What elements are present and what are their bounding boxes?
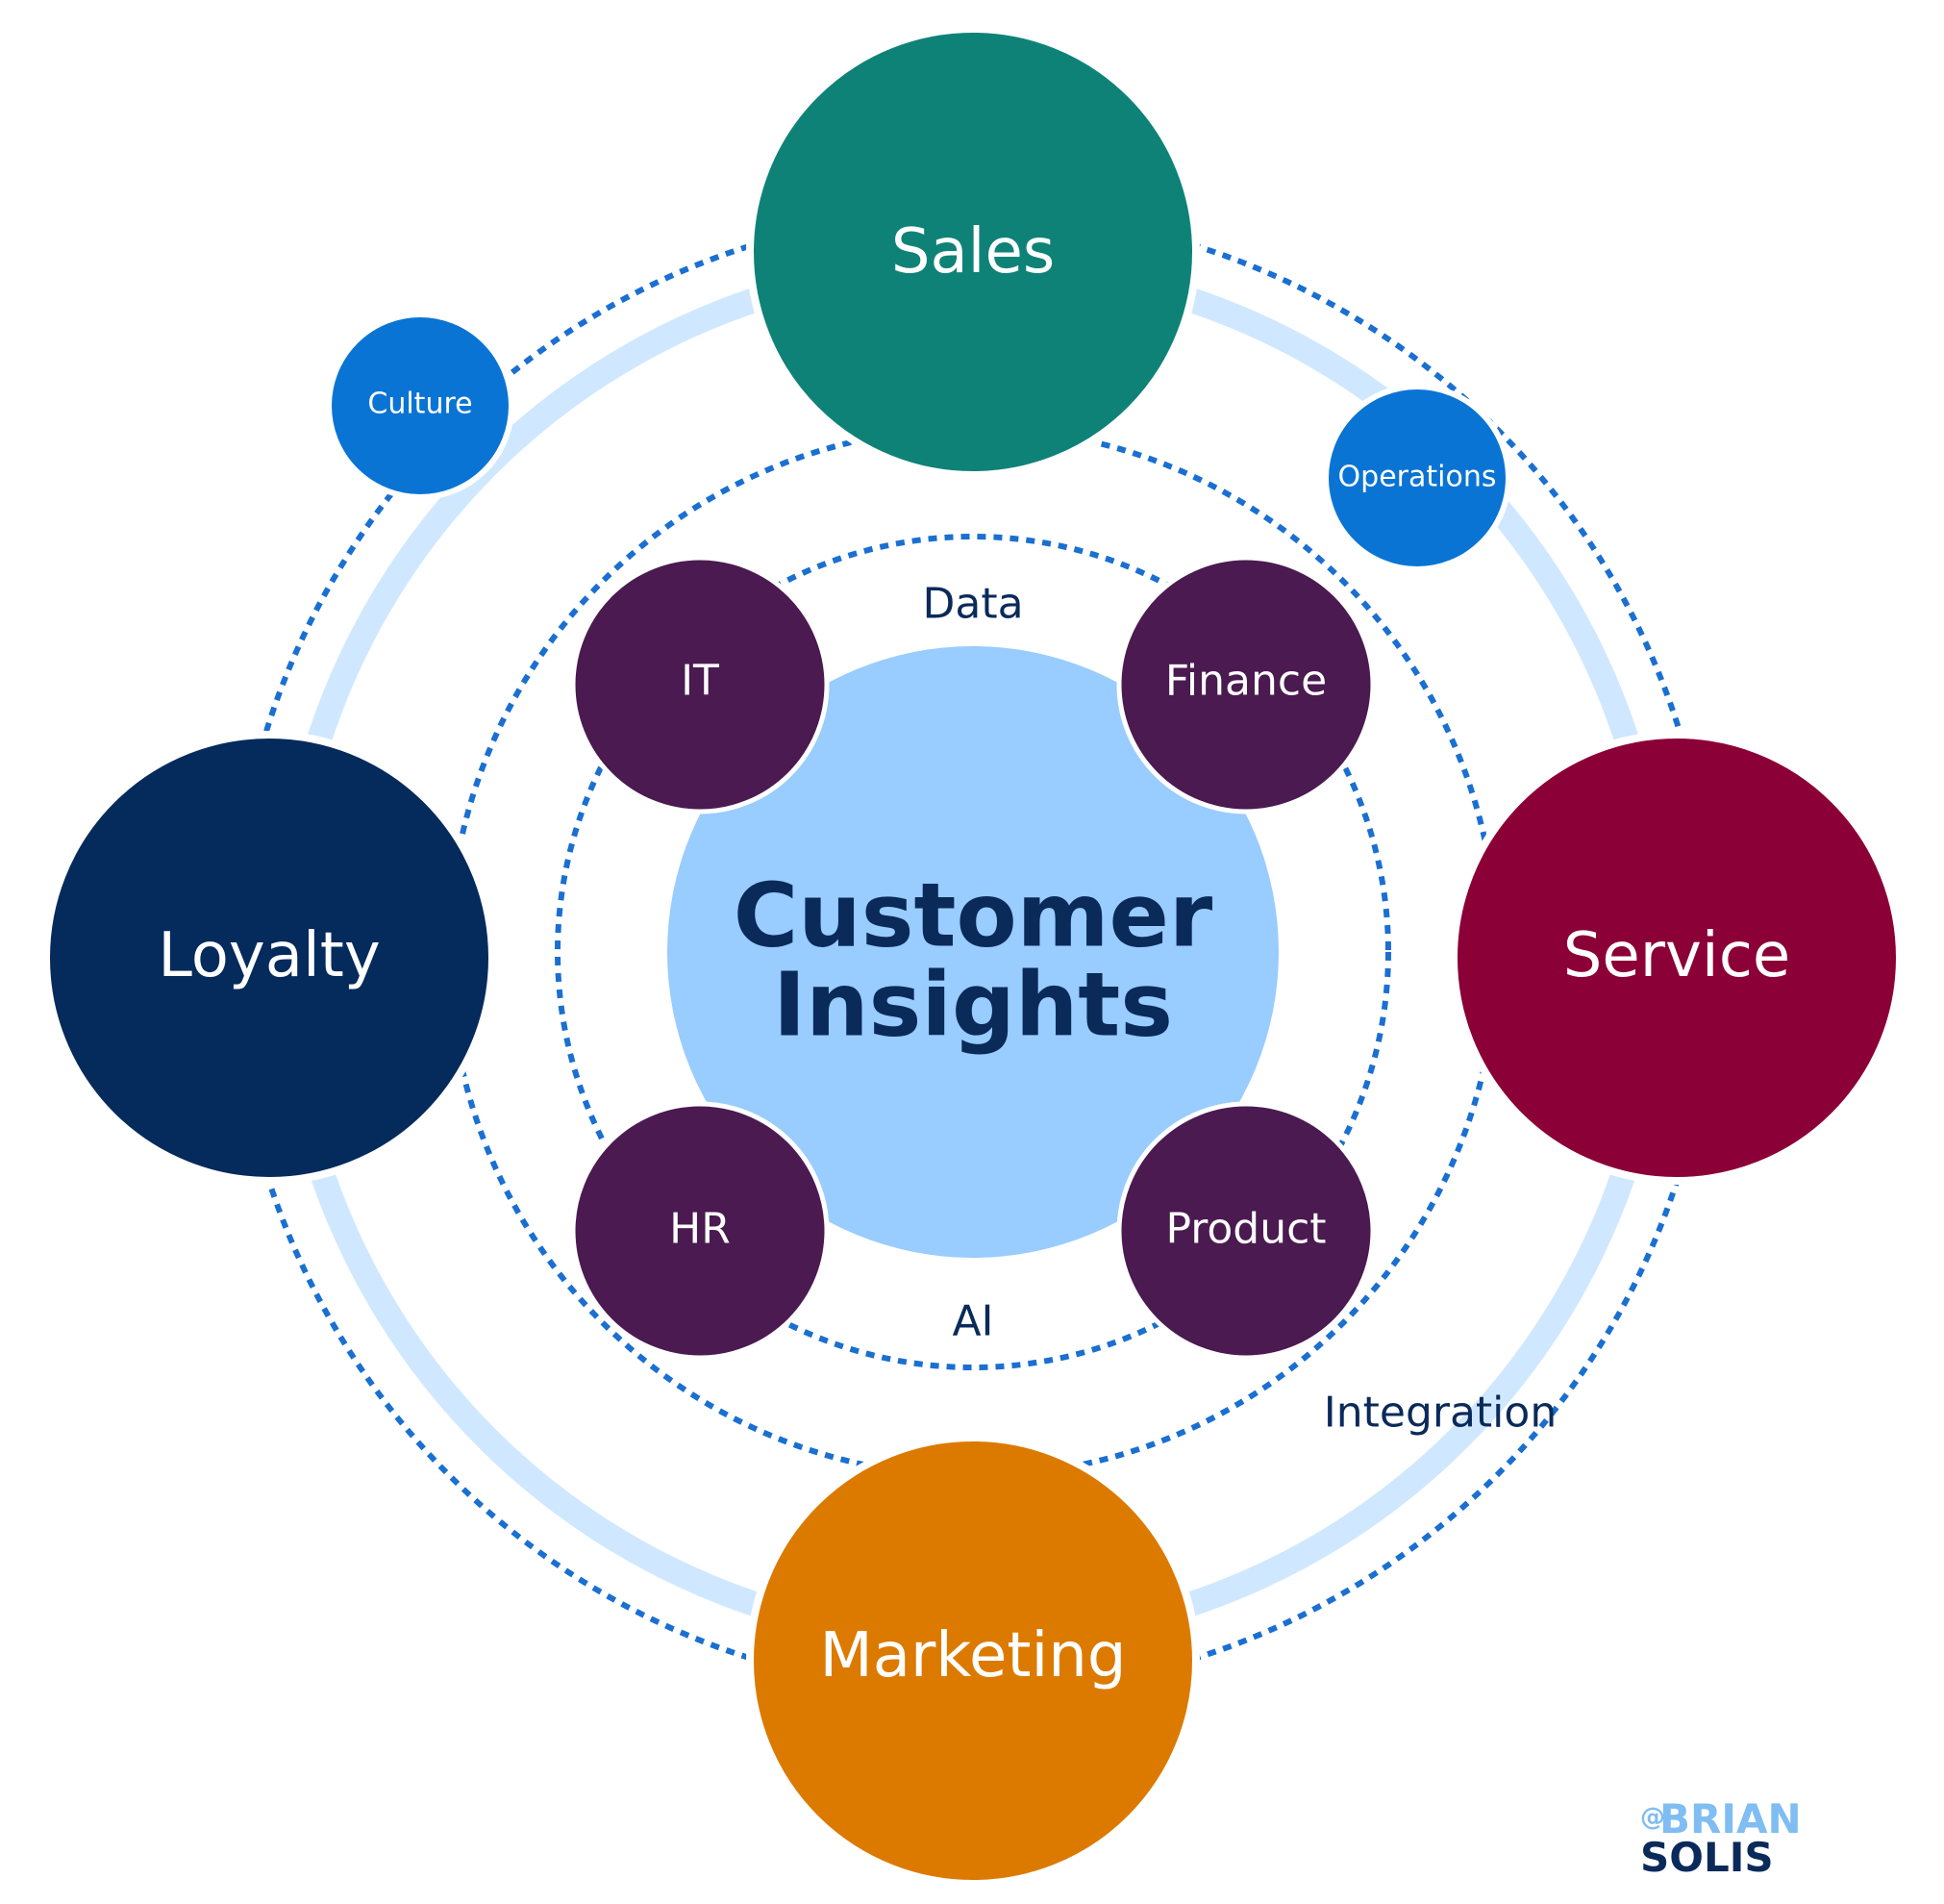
culture-node[interactable]: Culture <box>326 312 514 500</box>
center-title-line1: Customer <box>734 864 1213 967</box>
it-node[interactable]: IT <box>570 555 830 814</box>
operations-label: Operations <box>1338 461 1497 494</box>
marketing-node[interactable]: Marketing <box>746 1434 1200 1888</box>
center-title-line2: Insights <box>773 954 1173 1057</box>
service-node[interactable]: Service <box>1450 731 1904 1185</box>
data-label: Data <box>922 580 1023 629</box>
logo-at-symbol: @ <box>1640 1803 1665 1832</box>
hr-node[interactable]: HR <box>570 1101 830 1361</box>
operations-node[interactable]: Operations <box>1323 384 1511 572</box>
logo-line1: BRIAN <box>1659 1795 1802 1842</box>
sales-node[interactable]: Sales <box>746 25 1200 479</box>
finance-label: Finance <box>1165 657 1327 706</box>
inner-dotted-ring <box>555 534 1391 1370</box>
logo-line2: SOLIS <box>1640 1834 1774 1881</box>
ai-label: AI <box>952 1297 993 1346</box>
integration-label: Integration <box>1324 1389 1557 1438</box>
culture-label: Culture <box>367 388 472 421</box>
product-node[interactable]: Product <box>1116 1101 1376 1361</box>
it-label: IT <box>681 657 719 706</box>
brian-solis-logo: @ BRIAN SOLIS <box>1640 1795 1802 1881</box>
hr-label: HR <box>669 1205 731 1254</box>
finance-node[interactable]: Finance <box>1116 555 1376 814</box>
product-label: Product <box>1165 1205 1326 1254</box>
loyalty-node[interactable]: Loyalty <box>42 731 496 1185</box>
customer-insights-circle <box>667 646 1279 1258</box>
sales-label: Sales <box>891 216 1055 288</box>
service-label: Service <box>1563 920 1791 991</box>
marketing-label: Marketing <box>820 1620 1127 1691</box>
loyalty-label: Loyalty <box>158 920 381 991</box>
